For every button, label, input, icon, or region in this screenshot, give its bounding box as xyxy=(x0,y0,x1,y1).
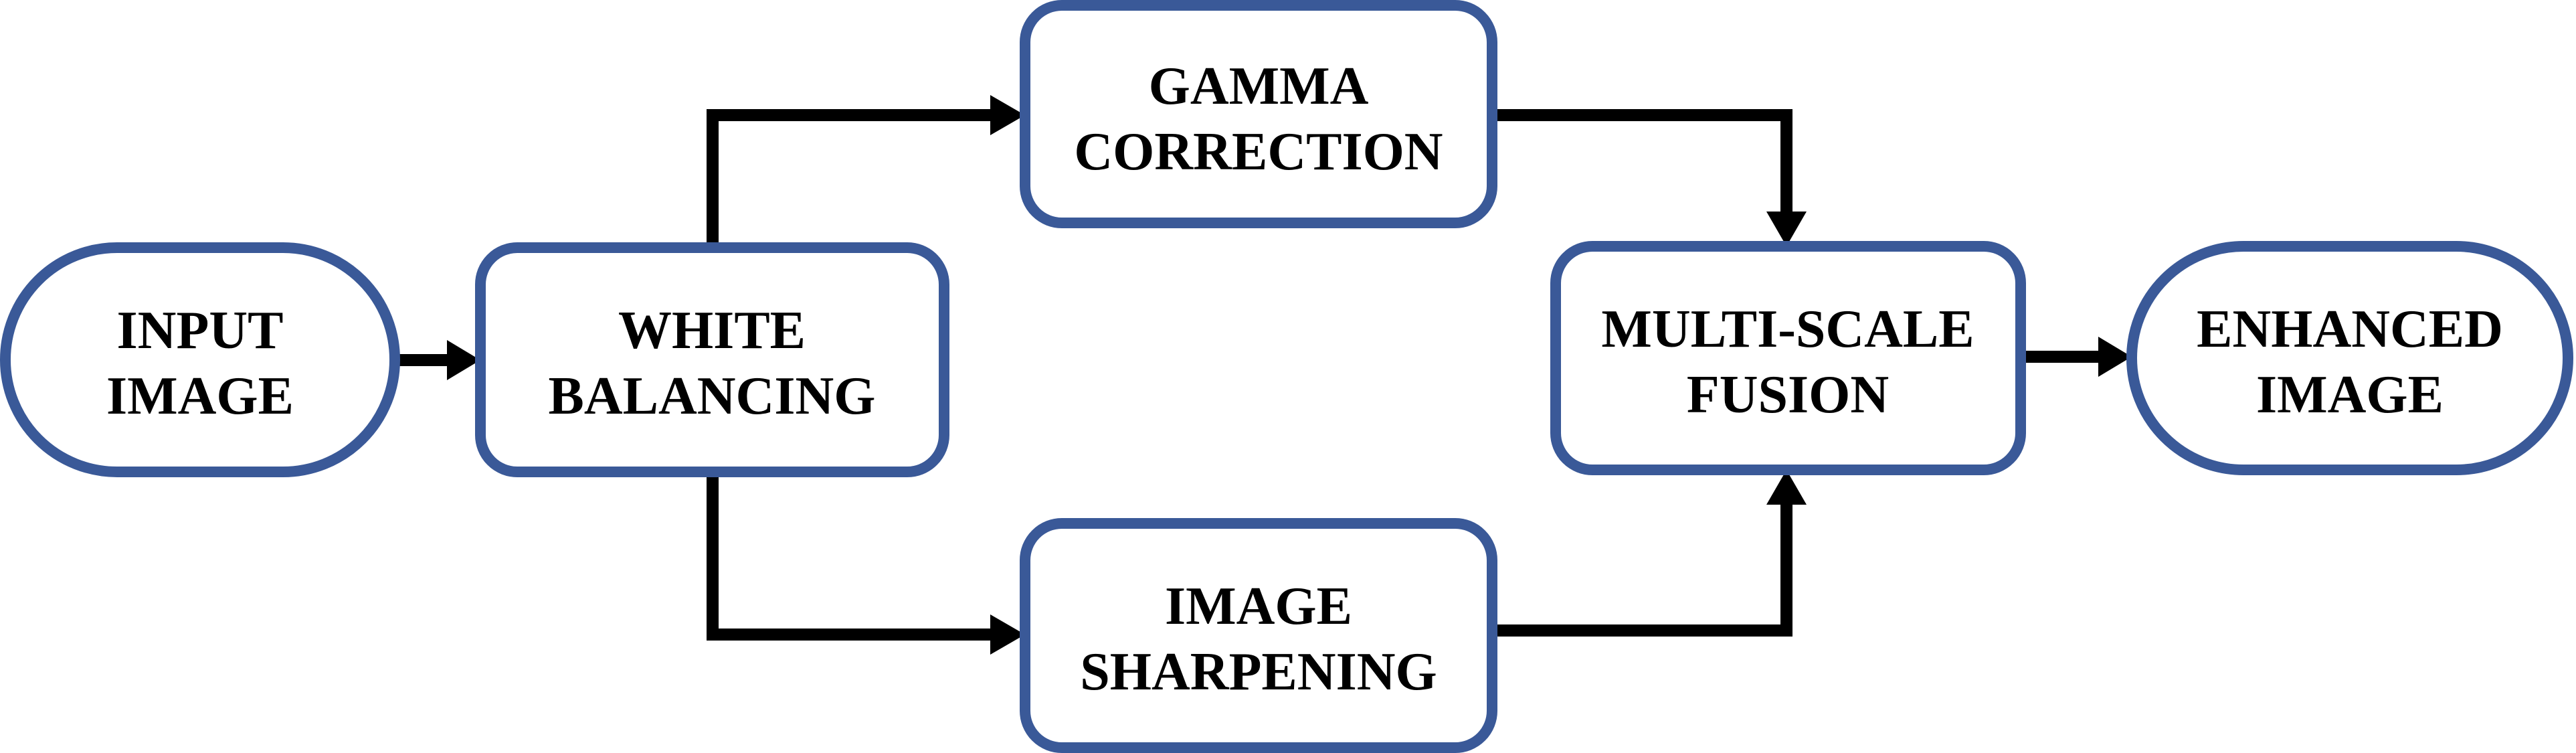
node-gamma-correction: GAMMA CORRECTION xyxy=(1020,0,1497,228)
node-multi-scale-fusion: MULTI-SCALE FUSION xyxy=(1550,241,2026,475)
node-input-image: INPUT IMAGE xyxy=(0,242,400,477)
node-enhanced-image-line-1: ENHANCED xyxy=(2197,300,2503,359)
node-gamma-correction-line-1: GAMMA xyxy=(1149,57,1369,116)
node-white-balancing-line-2: BALANCING xyxy=(549,367,876,426)
node-enhanced-image: ENHANCED IMAGE xyxy=(2126,241,2573,475)
edge-multi-scale-fusion-to-enhanced xyxy=(2021,337,2132,377)
node-image-sharpening: IMAGE SHARPENING xyxy=(1020,518,1497,753)
node-input-image-line-1: INPUT xyxy=(117,301,284,360)
edge-white-balancing-to-gamma-correction xyxy=(707,95,1025,248)
node-gamma-correction-line-2: CORRECTION xyxy=(1074,122,1443,181)
edge-image-sharpening-to-multi-scale-fusion xyxy=(1492,470,1807,637)
node-image-sharpening-line-1: IMAGE xyxy=(1165,577,1352,636)
edge-gamma-correction-to-multi-scale-fusion xyxy=(1492,109,1807,246)
edges xyxy=(395,95,2132,655)
node-multi-scale-fusion-line-2: FUSION xyxy=(1687,365,1889,424)
node-image-sharpening-line-2: SHARPENING xyxy=(1080,643,1437,701)
node-enhanced-image-line-2: IMAGE xyxy=(2256,365,2444,424)
node-multi-scale-fusion-line-1: MULTI-SCALE xyxy=(1601,300,1974,359)
node-white-balancing: WHITE BALANCING xyxy=(475,242,949,477)
edge-white-balancing-to-image-sharpening xyxy=(707,472,1025,655)
node-input-image-line-2: IMAGE xyxy=(106,367,294,426)
edge-input-to-white-balancing xyxy=(395,340,480,380)
node-white-balancing-line-1: WHITE xyxy=(618,301,806,360)
